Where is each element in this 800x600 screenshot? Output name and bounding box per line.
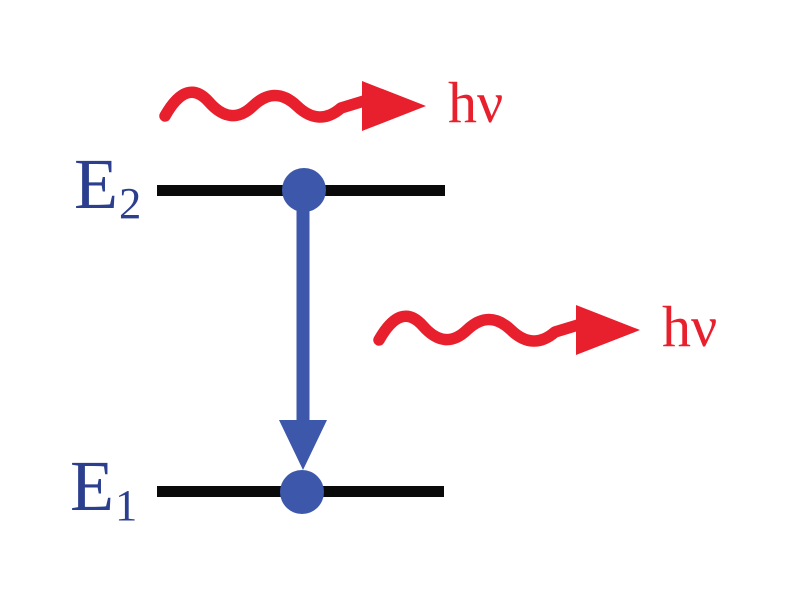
wavy-arrow-icon — [373, 305, 640, 355]
emitted-photon-label: hν — [662, 294, 718, 359]
upper-level-symbol: E — [74, 144, 118, 224]
lower-electron-dot — [280, 470, 324, 514]
lower-level-subscript: 1 — [114, 479, 138, 530]
upper-level-subscript: 2 — [118, 177, 142, 228]
incident-photon: hν — [158, 74, 503, 138]
emitted-photon: hν — [372, 298, 717, 362]
lower-level-label: E1 — [70, 450, 137, 527]
incident-photon-label: hν — [448, 70, 504, 135]
upper-level-label: E2 — [74, 148, 141, 225]
wavy-arrow-icon — [159, 81, 426, 131]
transition-arrow-icon — [279, 194, 327, 470]
lower-level-symbol: E — [70, 446, 114, 526]
